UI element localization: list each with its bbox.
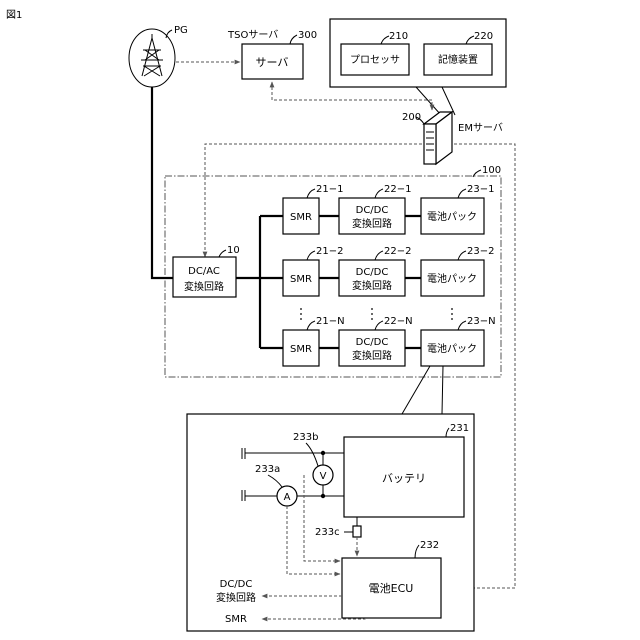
module-row-2: SMR 21−2 DC/DC 変換回路 22−2 電池パック 23−2 [283, 246, 494, 296]
dcdc-label-line2: 変換回路 [352, 349, 392, 362]
dcdc-ref: 22−N [384, 316, 413, 327]
storage-ref: 220 [474, 31, 493, 42]
smr-label: SMR [290, 344, 312, 355]
voltmeter-ref: 233b [293, 432, 318, 443]
smr-label: SMR [290, 274, 312, 285]
storage-label: 記憶装置 [438, 53, 478, 66]
output-dcdc-line2: 変換回路 [216, 591, 256, 604]
battery-ecu-label: 電池ECU [369, 582, 414, 595]
processor-ref: 210 [389, 31, 408, 42]
battery-pack-ref: 23−1 [467, 184, 494, 195]
output-smr-label: SMR [225, 614, 247, 625]
em-server-icon [424, 112, 452, 164]
dcdc-label-line1: DC/DC [356, 267, 389, 278]
dcdc-label-line2: 変換回路 [352, 279, 392, 292]
tso-server: TSOサーバ 300 サーバ [227, 29, 317, 79]
ammeter-ref: 233a [255, 464, 280, 475]
battery-pack-ref: 23−2 [467, 246, 494, 257]
em-server-group: プロセッサ 210 記憶装置 220 [330, 19, 506, 115]
battery-pack-label: 電池パック [427, 210, 477, 223]
tso-ref-leader [290, 35, 297, 44]
smr-label: SMR [290, 212, 312, 223]
dcac-label-line2: 変換回路 [184, 280, 224, 293]
figure-label: 図1 [6, 9, 22, 21]
smr-ref: 21−N [316, 316, 345, 327]
tso-server-ref: 300 [298, 30, 317, 41]
dcac-label-line1: DC/AC [188, 266, 220, 277]
power-grid: PG [129, 25, 188, 87]
dc-bus [236, 216, 283, 348]
pg-leader [166, 30, 172, 38]
battery-pack-label: 電池パック [427, 272, 477, 285]
dcac-ref: 10 [227, 245, 240, 256]
dcac-ref-leader [219, 250, 226, 257]
module-row-1: SMR 21−1 DC/DC 変換回路 22−1 電池パック 23−1 [283, 184, 494, 234]
temperature-sensor-ref: 233c [315, 527, 340, 538]
tso-server-title: TSOサーバ [227, 29, 278, 41]
system-ref: 100 [482, 165, 501, 176]
voltmeter-symbol: V [320, 471, 327, 482]
smr-ref: 21−2 [316, 246, 343, 257]
battery-ecu-ref: 232 [420, 540, 439, 551]
transmission-tower-icon [141, 34, 163, 76]
battery-label: バッテリ [382, 472, 426, 485]
battery-pack-ref: 23−N [467, 316, 496, 327]
dcdc-ref: 22−2 [384, 246, 411, 257]
tso-server-box-label: サーバ [256, 56, 289, 69]
ammeter-symbol: A [284, 492, 291, 503]
battery-pack-label: 電池パック [427, 342, 477, 355]
dcdc-ref: 22−1 [384, 184, 411, 195]
processor-label: プロセッサ [350, 54, 400, 66]
dcdc-label-line1: DC/DC [356, 337, 389, 348]
output-dcdc-line1: DC/DC [220, 579, 253, 590]
battery-ref: 231 [450, 423, 469, 434]
em-server-label: EMサーバ [458, 122, 503, 134]
dcdc-label-line2: 変換回路 [352, 217, 392, 230]
power-grid-label: PG [174, 25, 188, 36]
temperature-sensor [353, 526, 361, 537]
em-server-ref: 200 [402, 112, 421, 123]
detail-callout [402, 366, 443, 414]
em-callout [416, 87, 455, 115]
grid-power-line [152, 87, 173, 278]
smr-ref: 21−1 [316, 184, 343, 195]
dcdc-label-line1: DC/DC [356, 205, 389, 216]
module-row-n: SMR 21−N DC/DC 変換回路 22−N 電池パック 23−N [283, 316, 496, 366]
